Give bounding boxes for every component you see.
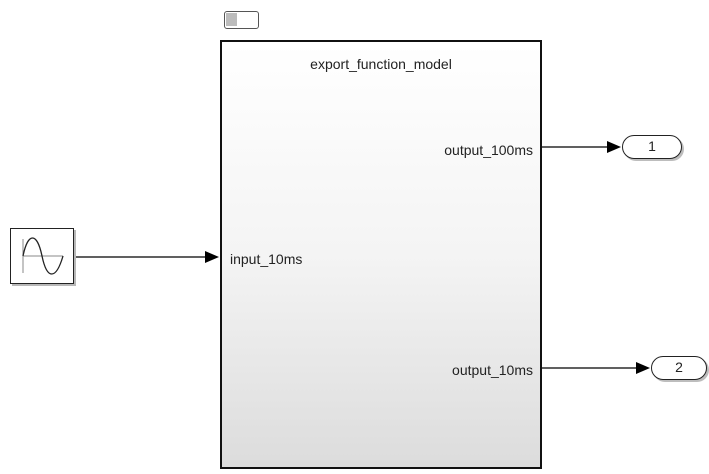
arrowhead-icon [607, 141, 621, 153]
line-sine-to-input[interactable] [74, 251, 219, 263]
outport-2[interactable]: 2 [651, 356, 707, 380]
output-port-label-1: output_100ms [444, 142, 533, 158]
outport-1[interactable]: 1 [622, 135, 682, 159]
input-port-label: input_10ms [230, 251, 303, 267]
arrowhead-icon [636, 362, 650, 374]
sine-wave-block[interactable] [10, 228, 74, 284]
subsystem-indicator-icon [226, 13, 237, 26]
line-output-100ms[interactable] [542, 141, 621, 153]
block-title: export_function_model [310, 56, 452, 72]
subsystem-badge[interactable] [224, 11, 259, 29]
arrowhead-icon [205, 251, 219, 263]
sine-wave-icon [22, 237, 64, 275]
output-port-label-2: output_10ms [452, 362, 533, 378]
model-reference-block[interactable]: export_function_model input_10ms output_… [220, 40, 542, 469]
line-output-10ms[interactable] [542, 362, 650, 374]
